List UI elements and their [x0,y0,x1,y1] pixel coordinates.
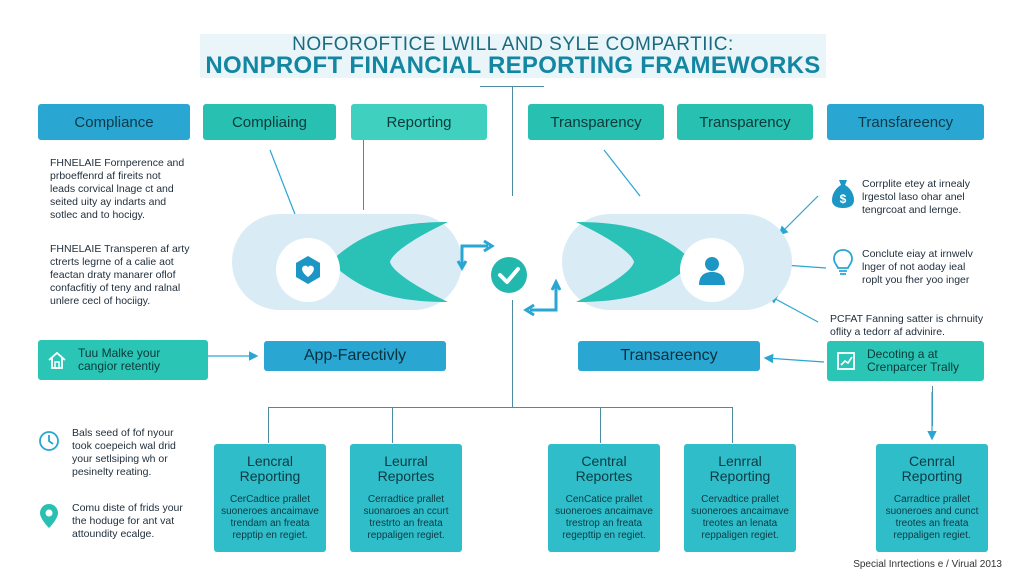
tab-compliaing[interactable]: Compliaing [203,104,336,140]
heart-shield-icon [296,256,320,284]
connector-line [392,407,393,443]
report-card-4[interactable]: Lenrral Reporting Cervadtice prallet suo… [684,444,796,552]
connector-line [732,407,733,443]
arrow [767,294,819,323]
page-subtitle: NOFOROFTICE LWILL AND SYLE COMPARTIIC: [292,34,734,55]
connector-line [512,300,513,408]
left-badge-label: Tuu Malke your cangior retentiy [78,346,161,373]
card-body: CenCatice prallet suoneroes ancaimave tr… [555,494,653,541]
tab-transparency-1[interactable]: Transparency [528,104,664,140]
connector-line [268,407,269,443]
heart-shield-circle [276,238,340,302]
card-title: Lencral Reporting [239,453,301,484]
report-card-5[interactable]: Cenrral Reporting Carradtice prallet suo… [876,444,988,552]
title-background [200,34,826,78]
connector-line [363,140,364,210]
card-title: Cenrral Reporting [901,453,963,484]
page-title: NONPROFT FINANCIAL REPORTING FRAMEWORKS [205,52,821,79]
card-body: Carradtice prallet suoneroes and cunct t… [885,494,979,541]
connector-line [480,86,544,87]
right-note-3: PCFAT Fanning satter is chrnuity oflity … [830,313,984,338]
report-card-3[interactable]: Central Reportes CenCatice prallet suone… [548,444,660,552]
lightbulb-icon [833,249,853,275]
chevron-shape [576,222,694,302]
user-circle [680,238,744,302]
svg-text:$: $ [840,192,847,206]
arrow [269,149,300,225]
left-note-2: FHNELAIE Transperen af arty ctrerts legr… [50,243,190,307]
money-bag-icon: $ [832,180,854,208]
card-title: Lenrral Reporting [709,453,771,484]
card-body: Cerradtice prallet suonaroes an ccurt tr… [363,494,449,541]
user-icon [699,257,725,285]
card-title: Central Reportes [575,453,633,484]
left-note-3: Bals seed of fof nyour took coepeich wal… [72,427,176,478]
exchange-arrows-icon [456,239,562,317]
card-body: CerCadtice prallet suoneroes ancaimave t… [221,494,319,541]
tab-reporting[interactable]: Reporting [351,104,487,140]
check-circle-icon [491,257,527,293]
report-card-2[interactable]: Leurral Reportes Cerradtice prallet suon… [350,444,462,552]
document-chart-icon [837,352,855,370]
tab-compliance[interactable]: Compliance [38,104,190,140]
home-icon [48,351,66,369]
right-badge-label: Decoting a at Crenparcer Trally [867,347,960,374]
connector-line [600,407,601,443]
right-badge[interactable]: Decoting a at Crenparcer Trally [827,341,984,381]
card-title: Leurral Reportes [377,453,435,484]
right-note-1: Corrplite etey at irnealy lrgestol laso … [862,178,970,216]
connector-line [268,407,732,408]
arrow [603,149,641,197]
clock-icon [39,431,59,451]
right-note-2: Conclute eiay at irnwelv lnger of not ao… [862,248,973,286]
location-pin-icon [40,504,58,528]
left-badge[interactable]: Tuu Malke your cangior retentiy [38,340,208,380]
chevron-shape [330,222,448,302]
center-right-label[interactable]: Transareency [578,341,760,371]
arrow [763,353,825,364]
report-card-1[interactable]: Lencral Reporting CerCadtice prallet suo… [214,444,326,552]
left-note-1: FHNELAIE Fornperence and prboeffenrd af … [50,157,185,221]
footer-note: Special Inrtections e / Virual 2013 [853,559,1002,570]
tab-transfareency[interactable]: Transfareency [827,104,984,140]
tab-transparency-2[interactable]: Transparency [677,104,813,140]
connector-line [512,86,513,196]
arrow [778,195,819,236]
center-left-label[interactable]: App-Farectivly [264,341,446,371]
card-body: Cervadtice prallet suoneroes ancaimave t… [691,494,789,541]
left-note-4: Comu diste of frids your the hoduge for … [72,502,183,540]
